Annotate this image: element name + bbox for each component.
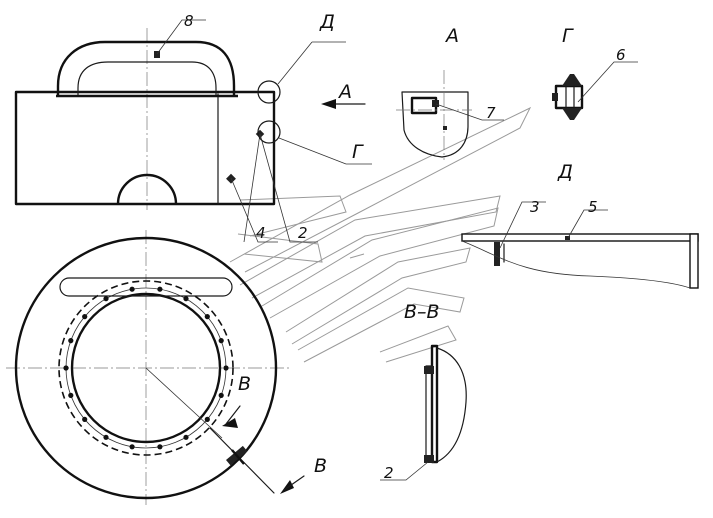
bolt-hole (82, 416, 88, 422)
view-d-title: Д (557, 161, 573, 183)
bolt-hole (68, 392, 74, 398)
bolt-hole (63, 365, 69, 371)
bolt-hole (82, 314, 88, 320)
arrow-a-label: А (337, 81, 352, 103)
bolt-hole (183, 434, 189, 440)
section-b-bottom-label: В (314, 455, 327, 477)
bolt-hole (204, 314, 210, 320)
bolt-hole (157, 286, 163, 292)
view-a-title: А (444, 25, 459, 47)
part-number-2-main: 2 (298, 224, 308, 242)
background-chevron-graphic (229, 106, 532, 363)
front-view (14, 19, 372, 243)
labels: Д А Г А Г Д В–В В В 8 7 6 3 5 4 2 2 (184, 11, 626, 482)
part-number-3: 3 (530, 198, 540, 216)
part-number-5: 5 (588, 198, 598, 216)
part-number-6: 6 (616, 46, 626, 64)
bolt-hole (218, 392, 224, 398)
bolt-hole (157, 444, 163, 450)
detail-g (552, 61, 638, 120)
bolt-hole (223, 365, 229, 371)
section-arrows (222, 405, 305, 494)
part-number-4: 4 (256, 224, 266, 242)
bolt-hole (103, 296, 109, 302)
bolt-hole (68, 338, 74, 344)
bolt-hole (183, 296, 189, 302)
section-bb-title: В–В (404, 301, 440, 323)
callout-d-label: Д (319, 11, 335, 33)
bolt-hole (129, 444, 135, 450)
bolt-hole (129, 286, 135, 292)
part-number-8: 8 (184, 12, 194, 30)
detail-d (461, 201, 699, 289)
bolt-hole (204, 416, 210, 422)
detail-a (396, 70, 504, 160)
section-b-top-label: В (238, 373, 251, 395)
part-number-7: 7 (486, 104, 496, 122)
bolt-hole (103, 434, 109, 440)
section-bb (380, 344, 467, 481)
bolt-holes (63, 286, 229, 450)
part-number-2-section: 2 (384, 464, 394, 482)
callout-g-label: Г (352, 141, 364, 163)
bolt-hole (218, 338, 224, 344)
plan-view (6, 230, 290, 505)
view-g-title: Г (562, 25, 574, 47)
